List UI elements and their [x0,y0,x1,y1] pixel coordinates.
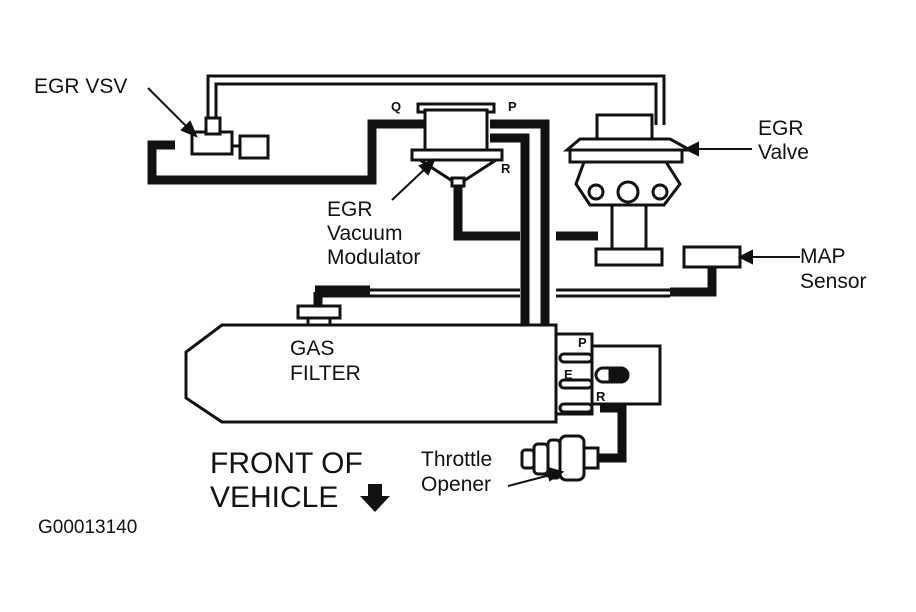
label-gas-filter-2: FILTER [290,362,361,385]
leader-throttle [507,473,555,487]
label-modulator-1: EGR [327,198,373,221]
port-mod-p: P [508,99,517,114]
label-modulator-2: Vacuum [327,222,403,245]
label-map-2: Sensor [800,270,867,293]
leader-egr-vsv [147,87,191,131]
egr-vsv [190,116,270,160]
hose-throttle-opener [594,403,627,463]
port-vsv-e: E [564,367,573,382]
label-throttle-2: Opener [421,473,492,496]
label-throttle-1: Throttle [421,448,493,471]
label-egr-valve-2: Valve [758,141,809,164]
map-sensor-body [682,245,742,269]
egr-vacuum-modulator [410,102,504,188]
port-vsv-r: R [596,389,606,404]
label-gas-filter-1: GAS [290,337,335,360]
port-mod-q: Q [391,99,402,114]
label-map-1: MAP [800,245,846,268]
front-arrow-icon [360,484,390,512]
label-modulator-3: Modulator [327,246,421,269]
intake-plenum [184,323,558,424]
throttle-vsv [554,332,662,416]
port-vsv-p: P [578,335,587,350]
label-front-2: VEHICLE [210,481,339,514]
label-egr-valve-1: EGR [758,117,804,140]
port-mod-r: R [501,161,511,176]
leader-modulator [391,165,429,201]
label-front-1: FRONT OF [210,447,363,480]
hose-modulator-r [453,178,520,241]
hose-vsv-to-modulator-q [147,119,425,185]
figure-code: G00013140 [38,517,138,538]
egr-valve-body [562,113,691,267]
throttle-opener-body [520,434,600,482]
label-egr-vsv: EGR VSV [34,75,128,98]
gas-filter-body [296,304,342,330]
